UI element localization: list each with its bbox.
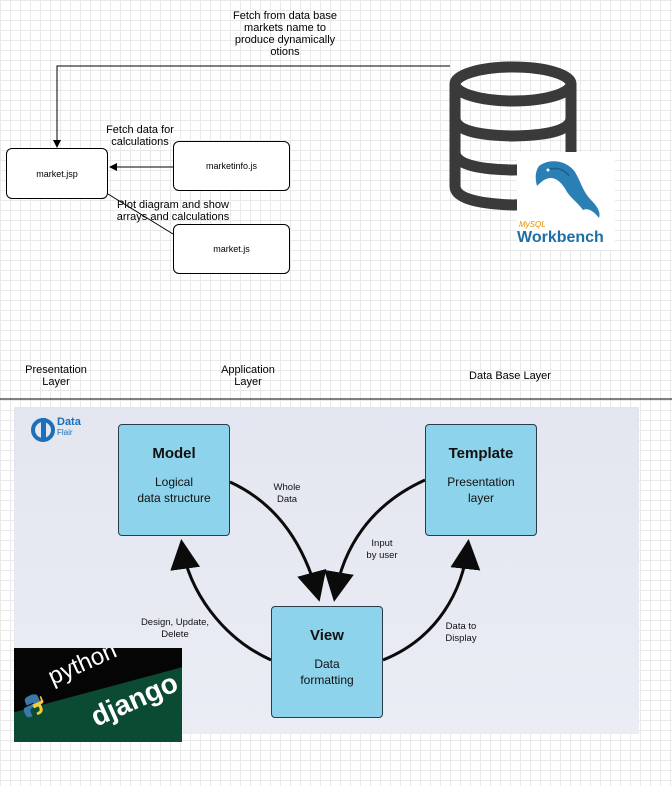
dataflair-logo: Data Flair <box>30 415 100 445</box>
model-desc: Logical data structure <box>137 475 211 505</box>
marketinfo-js-box[interactable]: marketinfo.js <box>173 141 290 191</box>
presentation-layer-label: Presentation Layer <box>25 364 87 388</box>
view-title: View <box>310 627 344 644</box>
python-django-logo: python django <box>14 648 182 742</box>
mysql-text: MySQL <box>519 220 546 229</box>
mysql-dolphin-icon <box>535 161 600 218</box>
database-layer-label: Data Base Layer <box>469 370 551 382</box>
db-to-jsp-arrow <box>53 65 450 148</box>
design-update-label: Design, Update, Delete <box>140 617 210 640</box>
data-to-display-arrow <box>382 539 481 662</box>
marketinfo-js-label: marketinfo.js <box>205 161 258 171</box>
market-js-box[interactable]: market.js <box>173 224 290 274</box>
dataflair-sub: Flair <box>57 428 73 437</box>
fetch-calc-label: Fetch data for calculations <box>106 124 174 148</box>
template-title: Template <box>448 445 514 462</box>
input-by-user-arrow <box>324 478 426 602</box>
workbench-text: Workbench <box>517 229 604 246</box>
design-update-arrow <box>170 539 272 662</box>
dataflair-icon <box>31 418 55 442</box>
python-icon <box>23 694 44 718</box>
plot-label: Plot diagram and show arrays and calcula… <box>116 199 230 223</box>
market-jsp-label: market.jsp <box>36 168 78 179</box>
template-box[interactable]: Template Presentation layer <box>425 424 537 536</box>
application-layer-label: Application Layer <box>221 364 275 388</box>
whole-data-arrow <box>229 480 327 602</box>
whole-data-label: Whole Data <box>273 482 301 505</box>
mysql-workbench-logo: MySQL Workbench <box>517 152 615 250</box>
dataflair-name: Data <box>57 416 81 428</box>
model-box[interactable]: Model Logical data structure <box>118 424 230 536</box>
market-js-label: market.js <box>213 244 250 254</box>
template-desc: Presentation layer <box>447 475 515 505</box>
view-desc: Data formatting <box>300 657 354 687</box>
data-to-display-label: Data to Display <box>445 621 477 644</box>
market-jsp-box[interactable]: market.jsp <box>6 148 108 199</box>
view-box[interactable]: View Data formatting <box>271 606 383 718</box>
fetch-db-label: Fetch from data base markets name to pro… <box>233 10 337 58</box>
input-by-user-label: Input by user <box>366 538 398 561</box>
model-title: Model <box>152 445 196 462</box>
jsp-to-marketjs-line <box>107 193 174 235</box>
